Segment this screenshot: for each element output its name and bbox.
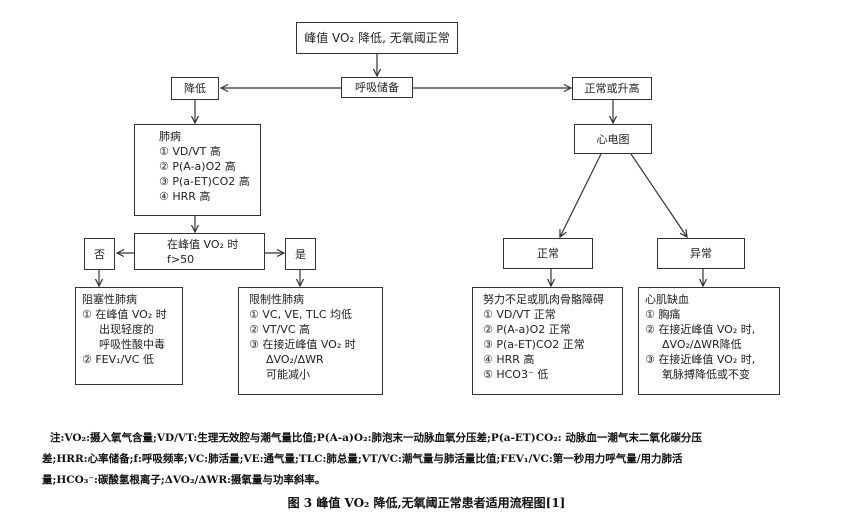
restrictive-item: ③ 在接近峰值 VO₂ 时: [249, 338, 356, 351]
breathing-reserve-label: 呼吸储备: [355, 81, 399, 94]
ischemia-item: ② 在接近峰值 VO₂ 时,: [645, 323, 756, 336]
f-question-node: 在峰值 VO₂ 时 f>50: [134, 233, 265, 270]
f-question-line2: f>50: [167, 253, 195, 266]
note-line-3: 量;HCO₃⁻:碳酸氢根离子;ΔVO₂/ΔWR:摄氧量与功率斜率。: [42, 474, 326, 486]
restrictive-node: 限制性肺病 ① VC, VE, TLC 均低 ② VT/VC 高 ③ 在接近峰值…: [238, 287, 383, 395]
yes-label: 是: [295, 247, 306, 261]
yes-node: 是: [285, 238, 316, 270]
ecg-label: 心电图: [596, 132, 630, 146]
note-line-2: 差;HRR:心率储备;f:呼吸频率;VC:肺活量;VE:通气量;TLC:肺总量;…: [42, 453, 683, 465]
obstructive-item: 呼吸性酸中毒: [99, 338, 165, 351]
effort-item: ④ HRR 高: [483, 353, 535, 366]
ischemia-title: 心肌缺血: [645, 293, 689, 306]
effort-item: ⑤ HCO3⁻ 低: [483, 368, 549, 381]
normal-or-high-label: 正常或升高: [584, 82, 640, 95]
restrictive-item: ② VT/VC 高: [249, 323, 311, 336]
decreased-label: 降低: [184, 82, 206, 95]
normal-or-high-node: 正常或升高: [572, 77, 652, 100]
lung-disease-node: 肺病 ① VD/VT 高 ② P(A-a)O2 高 ③ P(a-ET)CO2 高…: [134, 124, 261, 216]
obstructive-item: ② FEV₁/VC 低: [82, 353, 154, 366]
ecg-node: 心电图: [574, 124, 652, 154]
f-question-line1: 在峰值 VO₂ 时: [167, 238, 239, 251]
lung-disease-item: ④ HRR 高: [159, 190, 211, 203]
breathing-reserve-node: 呼吸储备: [341, 77, 413, 98]
lung-disease-title: 肺病: [159, 130, 181, 143]
restrictive-item: 可能减小: [266, 368, 310, 381]
effort-title: 努力不足或肌肉骨骼障碍: [483, 293, 604, 306]
no-node: 否: [84, 238, 115, 270]
root-node: 峰值 VO₂ 降低, 无氧阈正常: [296, 22, 458, 54]
ecg-normal-label: 正常: [537, 247, 559, 260]
obstructive-title: 阻塞性肺病: [82, 293, 137, 306]
ischemia-item: 氧脉搏降低或不变: [662, 368, 750, 381]
restrictive-item: ① VC, VE, TLC 均低: [249, 308, 353, 321]
figure-caption: 图 3 峰值 VO₂ 降低,无氧阈正常患者适用流程图[1]: [287, 496, 566, 510]
restrictive-item: ΔVO₂/ΔWR: [266, 353, 324, 366]
effort-item: ② P(A-a)O2 正常: [483, 323, 571, 336]
lung-disease-item: ① VD/VT 高: [159, 145, 221, 158]
obstructive-item: ① 在峰值 VO₂ 时: [82, 308, 167, 321]
effort-item: ① VD/VT 正常: [483, 308, 556, 321]
obstructive-item: 出现轻度的: [99, 323, 154, 336]
ecg-normal-node: 正常: [503, 238, 593, 269]
ecg-abnormal-label: 异常: [690, 247, 712, 260]
root-label: 峰值 VO₂ 降低, 无氧阈正常: [304, 30, 450, 45]
ischemia-item: ΔVO₂/ΔWR降低: [662, 338, 742, 351]
lung-disease-item: ② P(A-a)O2 高: [159, 160, 236, 173]
ischemia-node: 心肌缺血 ① 胸痛 ② 在接近峰值 VO₂ 时, ΔVO₂/ΔWR降低 ③ 在接…: [638, 287, 780, 395]
decreased-node: 降低: [171, 77, 219, 100]
arrow-ecg-to-abnormal: [630, 153, 687, 237]
restrictive-title: 限制性肺病: [249, 293, 304, 306]
no-label: 否: [94, 247, 105, 261]
lung-disease-item: ③ P(a-ET)CO2 高: [159, 175, 250, 188]
obstructive-node: 阻塞性肺病 ① 在峰值 VO₂ 时 出现轻度的 呼吸性酸中毒 ② FEV₁/VC…: [75, 287, 183, 385]
note-line-1: 注:VO₂:摄入氧气含量;VD/VT:生理无效腔与潮气量比值;P(A-a)O₂:…: [50, 432, 702, 444]
ischemia-item: ③ 在接近峰值 VO₂ 时,: [645, 353, 756, 366]
effort-node: 努力不足或肌肉骨骼障碍 ① VD/VT 正常 ② P(A-a)O2 正常 ③ P…: [472, 287, 623, 395]
arrow-ecg-to-normal: [560, 153, 602, 237]
effort-item: ③ P(a-ET)CO2 正常: [483, 338, 585, 351]
ischemia-item: ① 胸痛: [645, 308, 681, 321]
ecg-abnormal-node: 异常: [657, 238, 745, 269]
